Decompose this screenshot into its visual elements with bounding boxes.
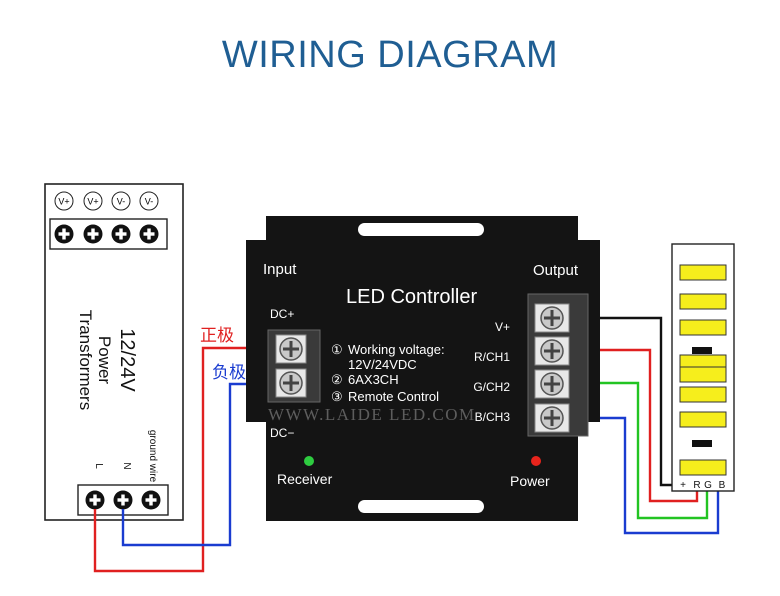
diagram-title: WIRING DIAGRAM	[221, 34, 559, 76]
power-supply-name-line-1: Power	[95, 336, 114, 385]
spec-text-1b: 12V/24VDC	[348, 357, 417, 372]
power-supply-voltage: 12/24V	[116, 328, 138, 392]
screw-icon	[54, 224, 74, 244]
svg-text:V+: V+	[58, 197, 69, 207]
screw-icon	[540, 372, 564, 396]
terminal-label-ground-wire: ground wire	[147, 430, 158, 483]
terminal-label-v-minus-1: V-	[111, 191, 131, 211]
led-segments	[679, 264, 727, 476]
channel-labels: V+ R/CH1 G/CH2 B/CH3	[473, 320, 510, 424]
channel-label-g-ch2: G/CH2	[473, 380, 510, 394]
power-supply: V+ V+ V- V-	[44, 183, 184, 521]
screw-icon	[113, 490, 133, 510]
terminal-label-l: L	[93, 463, 104, 469]
output-terminal-block	[527, 293, 589, 437]
controller-title: LED Controller	[346, 286, 478, 308]
spec-text-2: 6AX3CH	[348, 372, 399, 387]
receiver-label: Receiver	[277, 471, 333, 487]
dc-minus-label: DC−	[270, 426, 294, 440]
pin-label-plus: +	[680, 480, 686, 491]
led-segment	[679, 319, 727, 336]
led-segment	[679, 411, 727, 428]
screw-icon	[83, 224, 103, 244]
strip-pin-labels: + R G B	[680, 480, 726, 491]
mounting-slot-bottom	[358, 500, 484, 513]
spec-text-1: Working voltage:	[348, 342, 445, 357]
spec-marker-2: ②	[331, 372, 343, 387]
screw-icon	[279, 337, 303, 361]
led-segment	[679, 459, 727, 476]
output-label: Output	[533, 262, 579, 279]
spec-marker-3: ③	[331, 389, 343, 404]
positive-wire-label: 正极	[200, 326, 234, 346]
power-led-icon	[531, 456, 541, 466]
led-segment	[679, 293, 727, 310]
wire-green	[565, 381, 709, 520]
power-supply-name-line-2: Transformers	[76, 310, 95, 410]
receiver-led-icon	[304, 456, 314, 466]
pin-label-r: R	[693, 480, 700, 491]
svg-text:V+: V+	[87, 197, 98, 207]
mounting-slot-top	[358, 223, 484, 236]
spec-marker-1: ①	[331, 342, 343, 357]
screw-icon	[540, 339, 564, 363]
pin-label-g: G	[704, 480, 712, 491]
terminal-label-v-plus-2: V+	[83, 191, 103, 211]
screw-icon	[279, 371, 303, 395]
terminal-label-v-minus-2: V-	[139, 191, 159, 211]
channel-label-r-ch1: R/CH1	[474, 350, 510, 364]
led-segment	[679, 264, 727, 281]
power-label: Power	[510, 473, 550, 489]
watermark: WWW.LAIDE LED.COM	[268, 405, 476, 424]
screw-icon	[141, 490, 161, 510]
negative-wire-label: 负极	[212, 363, 246, 383]
input-label: Input	[263, 261, 297, 278]
strip-chip-icon	[692, 440, 712, 447]
led-segment	[679, 386, 727, 403]
svg-text:V-: V-	[145, 197, 154, 207]
wire-red	[565, 348, 699, 503]
dc-plus-label: DC+	[270, 307, 294, 321]
wire-positive	[93, 346, 280, 573]
spec-text-3: Remote Control	[348, 389, 439, 404]
terminal-label-v-plus-1: V+	[54, 191, 74, 211]
led-segment	[679, 366, 727, 383]
input-terminal-block	[267, 329, 321, 403]
power-supply-top-labels: V+ V+ V- V-	[54, 191, 159, 211]
led-strip: + R G B	[671, 243, 735, 492]
screw-icon	[540, 306, 564, 330]
wire-blue	[565, 416, 720, 535]
svg-text:V-: V-	[117, 197, 126, 207]
terminal-label-n: N	[121, 462, 132, 469]
strip-chip-icon	[692, 347, 712, 354]
channel-label-v-plus: V+	[495, 320, 510, 334]
led-controller: Input Output LED Controller DC+ DC−	[246, 216, 600, 521]
channel-label-b-ch3: B/CH3	[475, 410, 511, 424]
screw-icon	[85, 490, 105, 510]
screw-icon	[139, 224, 159, 244]
power-supply-top-terminals	[49, 218, 168, 250]
screw-icon	[540, 406, 564, 430]
screw-icon	[111, 224, 131, 244]
pin-label-b: B	[719, 480, 726, 491]
wires	[93, 316, 720, 573]
controller-specs: ① Working voltage: 12V/24VDC ② 6AX3CH ③ …	[331, 342, 445, 404]
